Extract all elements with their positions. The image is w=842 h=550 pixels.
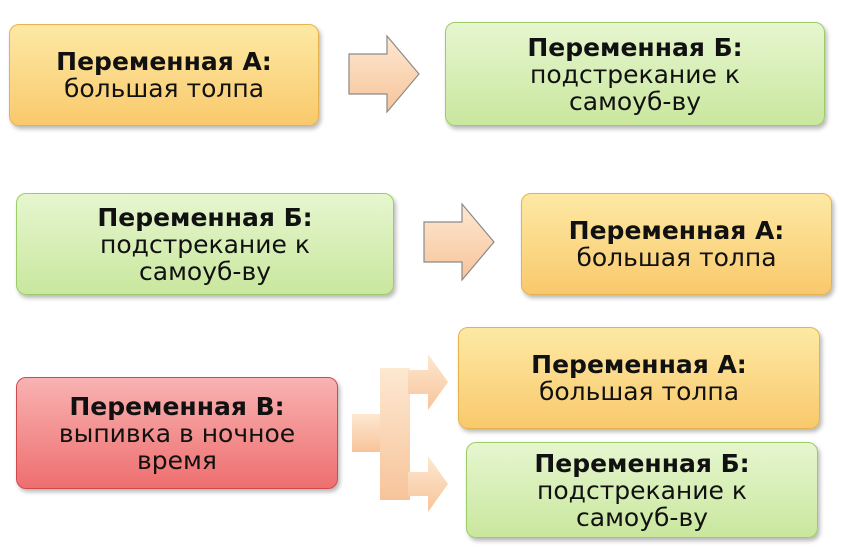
variable-b-desc-line1: подстрекание к [537, 475, 747, 505]
variable-b-box: Переменная Б: подстрекание к самоуб-ву [466, 442, 818, 538]
branch-arrow-icon [352, 354, 448, 512]
variable-a-box: Переменная А: большая толпа [9, 24, 319, 126]
variable-b-desc-line2: самоуб-ву [569, 86, 701, 116]
variable-b-title: Переменная Б: [527, 32, 743, 62]
variable-a-box: Переменная А: большая толпа [521, 193, 832, 295]
variable-v-box: Переменная В: выпивка в ночное время [16, 377, 338, 489]
variable-v-title: Переменная В: [69, 391, 285, 421]
variable-b-desc-line1: подстрекание к [530, 59, 740, 89]
variable-b-desc-line2: самоуб-ву [139, 256, 271, 286]
variable-b-title: Переменная Б: [534, 448, 750, 478]
variable-a-desc: большая толпа [538, 377, 740, 406]
variable-a-desc: большая толпа [63, 74, 265, 103]
variable-a-title: Переменная А: [568, 216, 785, 245]
variable-b-box: Переменная Б: подстрекание к самоуб-ву [16, 193, 394, 295]
right-arrow-icon [348, 34, 420, 114]
variable-b-title: Переменная Б: [97, 202, 313, 232]
variable-a-desc: большая толпа [576, 243, 777, 272]
variable-b-box: Переменная Б: подстрекание к самоуб-ву [445, 22, 825, 126]
variable-v-desc-line2: время [137, 445, 217, 475]
variable-b-desc-line1: подстрекание к [100, 229, 310, 259]
variable-a-title: Переменная А: [531, 350, 747, 379]
right-arrow-icon [423, 202, 495, 282]
variable-v-desc-line1: выпивка в ночное [58, 418, 296, 448]
variable-a-box: Переменная А: большая толпа [458, 327, 820, 429]
variable-b-desc-line2: самоуб-ву [576, 502, 708, 532]
variable-a-title: Переменная А: [56, 47, 272, 76]
